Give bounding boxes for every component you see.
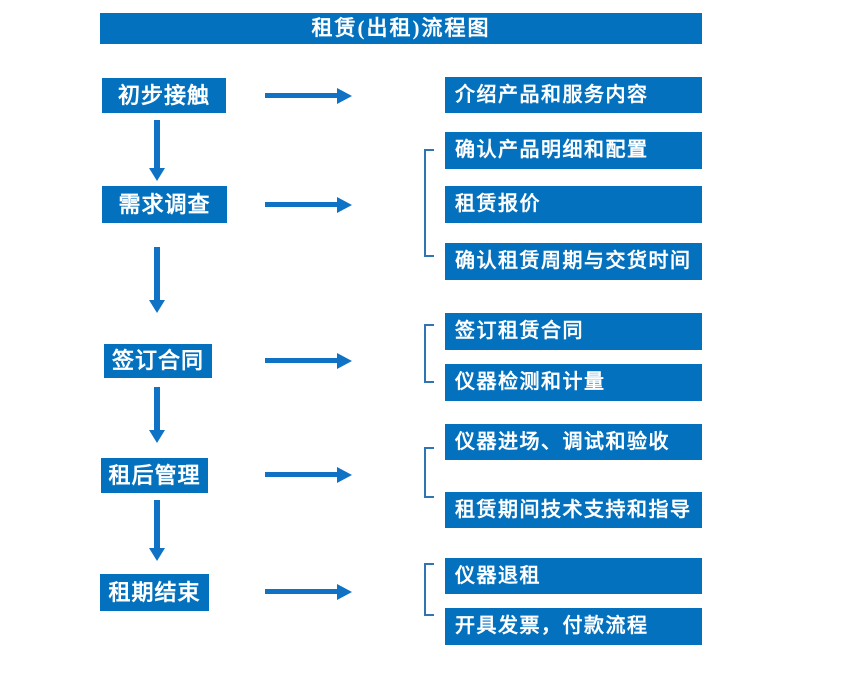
- arrow-head: [149, 168, 165, 181]
- arrow-down-icon-2: [149, 247, 165, 313]
- arrow-head: [337, 467, 352, 483]
- arrow-head: [337, 197, 352, 213]
- arrow-shaft: [154, 387, 160, 431]
- arrow-shaft: [265, 472, 337, 477]
- arrow-shaft: [265, 589, 337, 594]
- arrow-shaft: [265, 93, 337, 98]
- flowchart-title: 租赁(出租)流程图: [100, 13, 702, 44]
- group-bracket-post-rental: [424, 447, 434, 498]
- arrow-right-icon-2: [265, 197, 352, 213]
- detail-box-instrument-setup: 仪器进场、调试和验收: [445, 424, 702, 460]
- arrow-down-icon-1: [149, 120, 165, 181]
- arrow-down-icon-3: [149, 387, 165, 443]
- arrow-head: [149, 300, 165, 313]
- step-box-lease-end: 租期结束: [100, 574, 209, 611]
- step-box-demand-survey: 需求调查: [102, 186, 227, 223]
- step-box-initial-contact: 初步接触: [102, 78, 226, 113]
- arrow-right-icon-4: [265, 467, 352, 483]
- detail-box-instrument-testing: 仪器检测和计量: [445, 364, 702, 401]
- arrow-right-icon-3: [265, 353, 352, 369]
- arrow-head: [149, 548, 165, 561]
- group-bracket-demand-survey: [424, 149, 434, 257]
- group-bracket-sign-contract: [424, 324, 434, 383]
- detail-box-invoice-payment: 开具发票，付款流程: [445, 608, 702, 645]
- arrow-head: [337, 584, 352, 600]
- arrow-shaft: [154, 120, 160, 169]
- arrow-head: [337, 353, 352, 369]
- arrow-shaft: [265, 202, 337, 207]
- detail-box-rental-quote: 租赁报价: [445, 186, 702, 223]
- step-box-post-rental-management: 租后管理: [101, 458, 208, 493]
- detail-box-introduce-products: 介绍产品和服务内容: [445, 77, 702, 113]
- detail-box-technical-support: 租赁期间技术支持和指导: [445, 492, 702, 528]
- detail-box-confirm-product-details: 确认产品明细和配置: [445, 132, 702, 169]
- arrow-shaft: [154, 247, 160, 301]
- detail-box-confirm-rental-period: 确认租赁周期与交货时间: [445, 243, 702, 280]
- arrow-down-icon-4: [149, 500, 165, 561]
- arrow-head: [149, 430, 165, 443]
- detail-box-sign-rental-contract: 签订租赁合同: [445, 313, 702, 350]
- detail-box-instrument-return: 仪器退租: [445, 558, 702, 594]
- arrow-head: [337, 88, 352, 104]
- arrow-shaft: [154, 500, 160, 549]
- arrow-right-icon-5: [265, 584, 352, 600]
- group-bracket-lease-end: [424, 563, 434, 616]
- arrow-right-icon-1: [265, 88, 352, 104]
- arrow-shaft: [265, 358, 337, 363]
- step-box-sign-contract: 签订合同: [104, 344, 212, 378]
